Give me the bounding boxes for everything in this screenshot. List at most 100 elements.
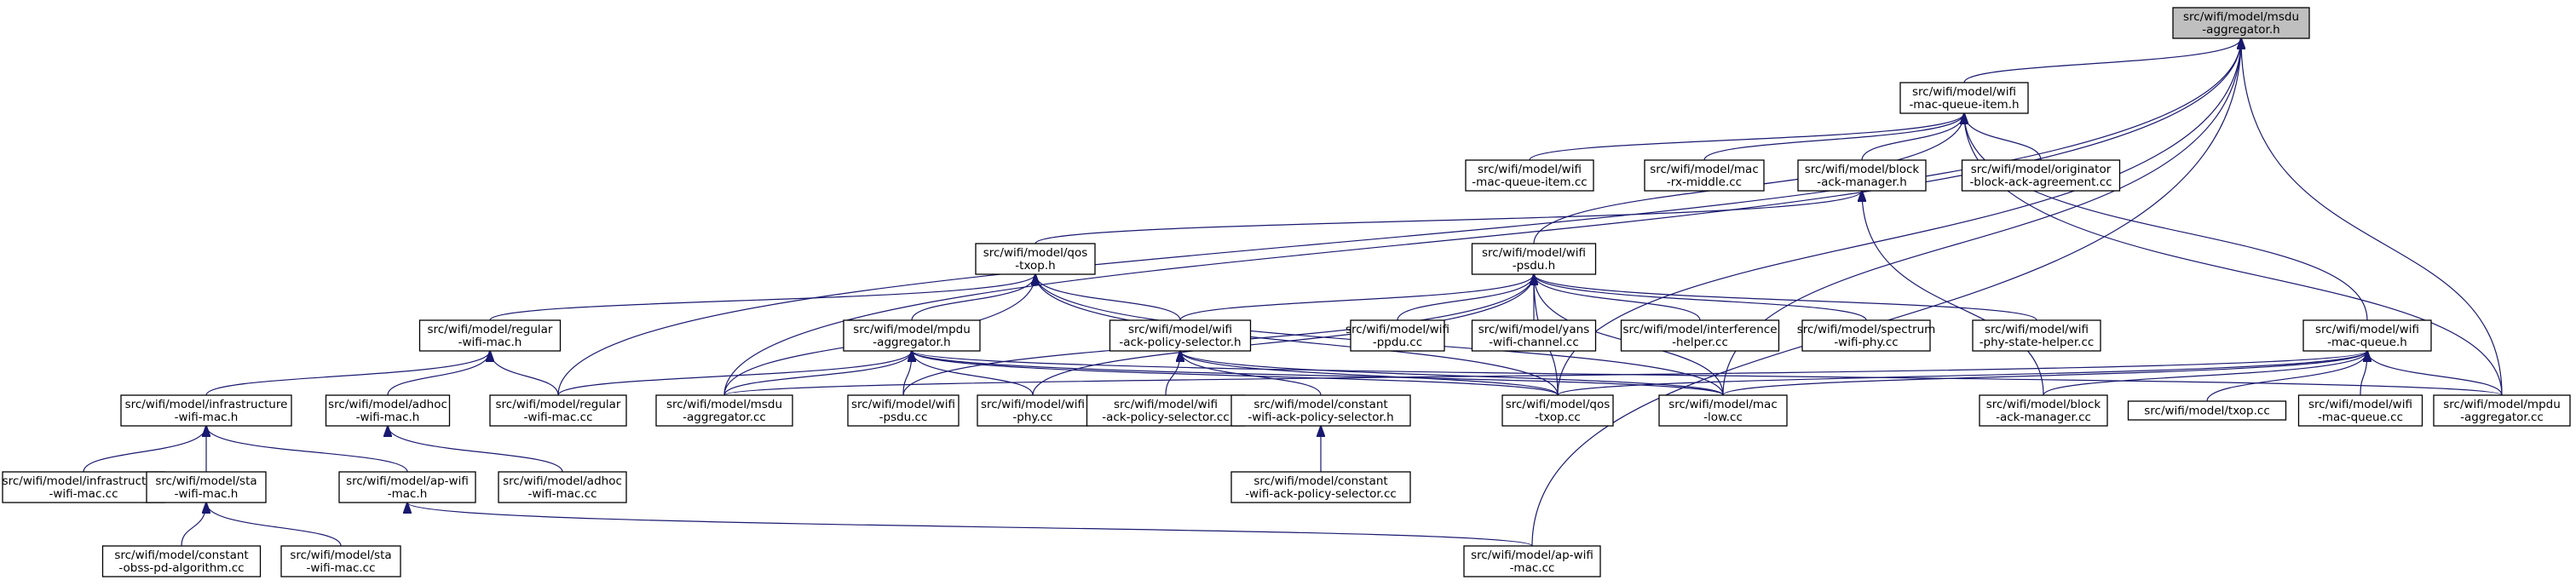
edge-msdu_cc-to-wmq_h: [723, 351, 2367, 396]
node-msdu-h: src/wifi/model/msdu-aggregator.h: [2172, 7, 2310, 39]
node-label-line: src/wifi/model/wifi: [2315, 323, 2419, 336]
node-box: [338, 471, 476, 503]
node-label-line: src/wifi/model/wifi: [1482, 246, 1586, 260]
node-label-line: -wifi-mac.h: [175, 411, 239, 424]
node-label-line: -ack-manager.cc: [1996, 411, 2091, 424]
node-box: [2297, 394, 2423, 427]
node-aps-cc[interactable]: src/wifi/model/wifi-ack-policy-selector.…: [1086, 394, 1246, 427]
node-box: [325, 394, 451, 427]
node-box: [489, 394, 627, 427]
node-label-line: -obss-pd-algorithm.cc: [118, 561, 244, 575]
node-wmq-h[interactable]: src/wifi/model/wifi-mac-queue.h: [2302, 319, 2432, 352]
node-caps-h[interactable]: src/wifi/model/constant-wifi-ack-policy-…: [1230, 394, 1411, 427]
edge-reg_h-to-qos_h: [489, 274, 1035, 321]
node-box: [1658, 394, 1788, 427]
node-box: [1644, 159, 1765, 192]
node-ap-h[interactable]: src/wifi/model/ap-wifi-mac.h: [338, 471, 476, 503]
node-sta-h[interactable]: src/wifi/model/sta-wifi-mac.h: [146, 471, 267, 503]
node-label-line: -wifi-mac.h: [356, 411, 420, 424]
node-label-line: -ack-policy-selector.cc: [1102, 411, 1229, 424]
node-box: [2302, 319, 2432, 352]
edge-wmq_h-to-mqi_h: [1964, 113, 2368, 321]
node-mpdu-cc[interactable]: src/wifi/model/mpdu-aggregator.cc: [2433, 394, 2571, 427]
node-adhoc-h[interactable]: src/wifi/model/adhoc-wifi-mac.h: [325, 394, 451, 427]
node-adhoc-cc[interactable]: src/wifi/model/adhoc-wifi-mac.cc: [498, 471, 627, 503]
node-mqi-cc[interactable]: src/wifi/model/wifi-mac-queue-item.cc: [1465, 159, 1594, 192]
node-box: [1086, 394, 1246, 427]
node-label-line: -ppdu.cc: [1373, 336, 1422, 349]
node-box: [2, 471, 165, 503]
node-reg-h[interactable]: src/wifi/model/regular-wifi-mac.h: [418, 319, 562, 352]
edge-qos_cc-to-mpdu_h: [912, 351, 1559, 396]
node-label-line: -aggregator.h: [2202, 23, 2279, 37]
node-infra-h[interactable]: src/wifi/model/infrastructure-wifi-mac.h: [120, 394, 292, 427]
node-qos-h[interactable]: src/wifi/model/qos-txop.h: [975, 243, 1096, 275]
node-label-line: src/wifi/model/adhoc: [328, 398, 447, 411]
edge-sta_cc-to-sta_h: [206, 503, 342, 547]
node-label-line: src/wifi/model/adhoc: [503, 474, 622, 488]
node-yans-cc[interactable]: src/wifi/model/yans-wifi-channel.cc: [1471, 319, 1597, 352]
node-phy-cc[interactable]: src/wifi/model/wifi-phy.cc: [977, 394, 1089, 427]
node-box: [1961, 159, 2121, 192]
edge-bam_h-to-mqi_h: [1861, 113, 1964, 161]
edge-aps_h-to-psdu_h: [1179, 274, 1534, 321]
edge-aps_h-to-qos_h: [1035, 274, 1181, 321]
node-ppdu-cc[interactable]: src/wifi/model/wifi-ppdu.cc: [1346, 319, 1449, 352]
node-rxmid-cc[interactable]: src/wifi/model/mac-rx-middle.cc: [1644, 159, 1765, 192]
node-label-line: src/wifi/model/regular: [428, 323, 553, 336]
node-orig-cc[interactable]: src/wifi/model/originator-block-ack-agre…: [1961, 159, 2121, 192]
dependency-edges: [83, 38, 2503, 547]
node-maclow-cc[interactable]: src/wifi/model/mac-low.cc: [1658, 394, 1788, 427]
edge-qos_cc-to-wmq_h: [1557, 351, 2367, 396]
node-box: [280, 545, 401, 577]
node-label-line: -psdu.cc: [879, 411, 928, 424]
node-label-line: src/wifi/model/constant: [1253, 398, 1387, 411]
node-obss-cc[interactable]: src/wifi/model/constant-obss-pd-algorith…: [101, 545, 262, 577]
node-intf-cc[interactable]: src/wifi/model/interference-helper.cc: [1620, 319, 1780, 352]
edge-intf_cc-to-psdu_h: [1534, 274, 1701, 321]
node-box: [1620, 319, 1780, 352]
node-label-line: -wifi-mac.h: [458, 336, 522, 349]
node-label-line: src/wifi/model/wifi: [1114, 398, 1218, 411]
edge-qos_cc-to-msdu_h: [1557, 38, 2241, 396]
node-pshelp-cc[interactable]: src/wifi/model/wifi-phy-state-helper.cc: [1972, 319, 2101, 352]
node-spec-cc[interactable]: src/wifi/model/spectrum-wifi-phy.cc: [1797, 319, 1936, 352]
node-mqi-h[interactable]: src/wifi/model/wifi-mac-queue-item.h: [1899, 82, 2029, 114]
node-box: [1471, 243, 1597, 275]
edge-reg_cc-to-mpdu_h: [557, 351, 912, 396]
edge-mpdu_h-to-qos_h: [911, 274, 1035, 321]
node-box: [1801, 319, 1931, 352]
node-bam-h[interactable]: src/wifi/model/block-ack-manager.h: [1797, 159, 1927, 192]
node-box: [146, 471, 267, 503]
node-msdu-cc[interactable]: src/wifi/model/msdu-aggregator.cc: [655, 394, 793, 427]
node-box: [1463, 545, 1601, 577]
edge-ppdu_cc-to-psdu_h: [1397, 274, 1534, 321]
node-reg-cc[interactable]: src/wifi/model/regular-wifi-mac.cc: [489, 394, 627, 427]
node-label-line: src/wifi/model/mac: [1650, 163, 1759, 176]
node-sta-cc[interactable]: src/wifi/model/sta-wifi-mac.cc: [280, 545, 401, 577]
node-qos-cc[interactable]: src/wifi/model/qos-txop.cc: [1501, 394, 1614, 427]
node-ap-cc[interactable]: src/wifi/model/ap-wifi-mac.cc: [1463, 545, 1601, 577]
edge-phy_cc-to-mpdu_h: [912, 351, 1034, 396]
node-label-line: src/wifi/model/mac: [1668, 398, 1778, 411]
node-wmq-cc[interactable]: src/wifi/model/wifi-mac-queue.cc: [2297, 394, 2423, 427]
node-label-line: -wifi-mac.cc: [306, 561, 375, 575]
node-txop-cc[interactable]: src/wifi/model/txop.cc: [2127, 400, 2287, 421]
node-label-line: src/wifi/model/qos: [983, 246, 1088, 260]
node-label-line: src/wifi/model/wifi: [1912, 85, 2016, 99]
node-caps-cc[interactable]: src/wifi/model/constant-wifi-ack-policy-…: [1230, 471, 1411, 503]
edge-ap_cc-to-ap_h: [407, 503, 1533, 547]
node-psdu-cc[interactable]: src/wifi/model/wifi-psdu.cc: [847, 394, 960, 427]
node-infra-cc[interactable]: src/wifi/model/infrastructure-wifi-mac.c…: [2, 471, 165, 503]
node-mpdu-h[interactable]: src/wifi/model/mpdu-aggregator.h: [843, 319, 981, 352]
node-aps-h[interactable]: src/wifi/model/wifi-ack-policy-selector.…: [1109, 319, 1252, 352]
node-box: [1230, 394, 1411, 427]
node-bam-cc[interactable]: src/wifi/model/block-ack-manager.cc: [1979, 394, 2108, 427]
edge-mpdu_cc-to-wmq_h: [2367, 351, 2503, 396]
node-box: [2172, 7, 2310, 39]
edge-mqi_h-to-msdu_h: [1963, 38, 2241, 83]
node-psdu-h[interactable]: src/wifi/model/wifi-psdu.h: [1471, 243, 1597, 275]
node-label-line: -aggregator.h: [873, 336, 950, 349]
node-box: [655, 394, 793, 427]
node-label-line: -rx-middle.cc: [1667, 175, 1742, 189]
